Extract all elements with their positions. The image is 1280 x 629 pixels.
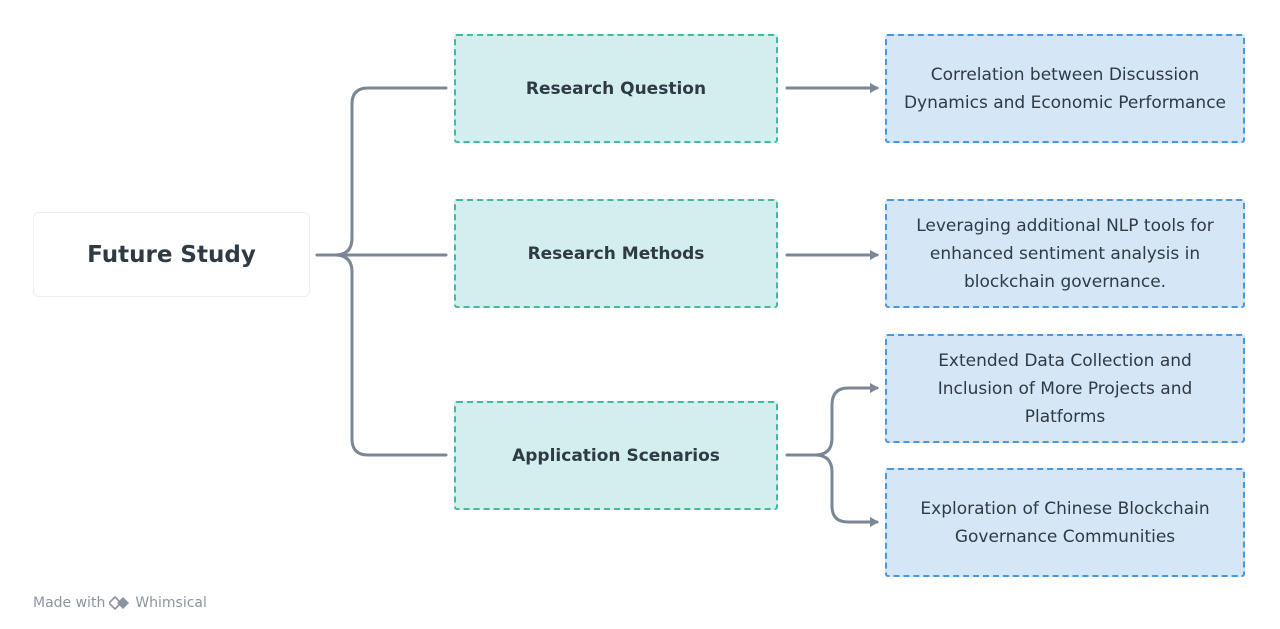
footer-prefix: Made with: [33, 595, 106, 611]
branch-application-scenarios[interactable]: Application Scenarios: [454, 401, 778, 510]
made-with-whimsical-badge[interactable]: Made with Whimsical: [33, 595, 207, 611]
leaf-extended-data-collection[interactable]: Extended Data Collection and Inclusion o…: [885, 334, 1245, 443]
arrow-chinese-communities: [813, 453, 879, 527]
root-node-future-study[interactable]: Future Study: [33, 212, 310, 297]
leaf-nlp-tools[interactable]: Leveraging additional NLP tools for enha…: [885, 199, 1245, 308]
arrow-extended-data: [785, 383, 879, 457]
leaf-discussion-dynamics[interactable]: Correlation between Discussion Dynamics …: [885, 34, 1245, 143]
branch-research-methods[interactable]: Research Methods: [454, 199, 778, 308]
connector-root-to-branches: [315, 86, 448, 457]
branch-research-question[interactable]: Research Question: [454, 34, 778, 143]
leaf-chinese-communities[interactable]: Exploration of Chinese Blockchain Govern…: [885, 468, 1245, 577]
footer-brand: Whimsical: [135, 595, 207, 611]
whimsical-logo-icon: [109, 596, 131, 610]
